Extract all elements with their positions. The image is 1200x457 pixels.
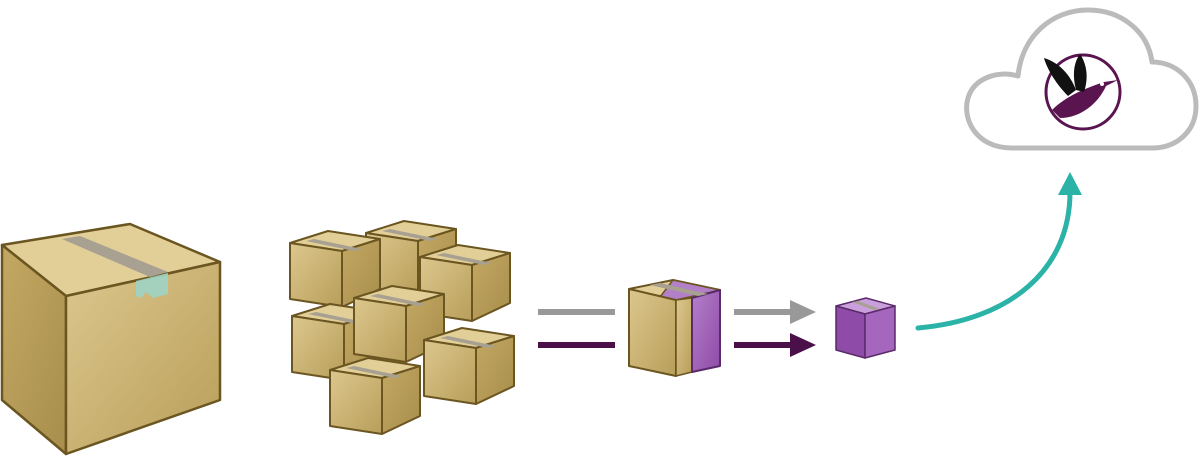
- large-box-tape: [62, 236, 168, 277]
- half-purple-box: [628, 279, 721, 377]
- cluster-box-tape: [436, 253, 492, 265]
- arrow-purple: [734, 333, 816, 357]
- equals-sign: [538, 309, 615, 348]
- purple-box: [835, 297, 896, 359]
- cluster-box-tape: [440, 336, 496, 348]
- cluster-box-front: [423, 339, 477, 405]
- arrow-right-icon: [790, 333, 816, 357]
- curved-arrow-up-icon: [915, 172, 1082, 331]
- cluster-box-tape: [308, 312, 364, 324]
- cluster-box-front: [353, 297, 407, 363]
- cluster-box: [423, 327, 515, 405]
- box-cluster: [289, 220, 515, 435]
- cluster-box-side: [381, 365, 421, 435]
- cluster-box-tape: [370, 294, 426, 306]
- large-box-tape-end: [136, 273, 168, 298]
- large-box: [0, 222, 222, 456]
- cluster-box-tape: [382, 229, 438, 241]
- cluster-box-front: [289, 242, 343, 308]
- arrow-right-icon: [790, 300, 816, 324]
- cluster-box: [329, 357, 421, 435]
- cluster-box-side: [475, 335, 515, 405]
- cluster-box: [289, 230, 381, 308]
- arrow-grey: [734, 300, 816, 324]
- cluster-box-tape: [306, 239, 362, 251]
- large-box-side: [64, 260, 222, 456]
- cluster-box: [353, 285, 445, 363]
- cluster-box-front: [329, 369, 383, 435]
- cluster-box-tape: [346, 366, 402, 378]
- cluster-box-side: [471, 252, 511, 322]
- hummingbird-logo-icon: [1044, 53, 1122, 131]
